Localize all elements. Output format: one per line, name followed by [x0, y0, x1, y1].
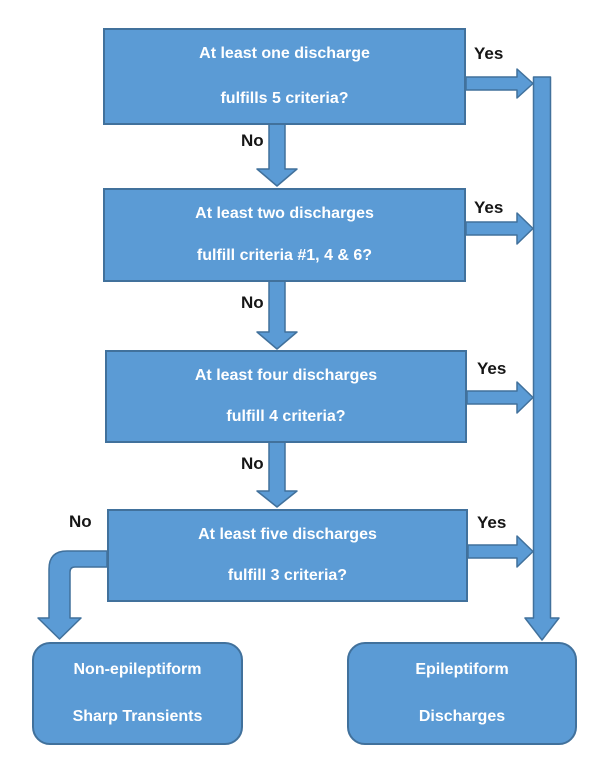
yes-collector-arrow-down — [524, 76, 560, 641]
decision-box-4-line1: At least five discharges — [198, 526, 377, 543]
yes-arrow-4-right — [467, 535, 534, 568]
decision-box-2-line2: fulfill criteria #1, 4 & 6? — [196, 247, 373, 264]
yes-arrow-1-right — [465, 68, 534, 99]
outcome-non-epileptiform-line1: Non-epileptiform — [73, 661, 202, 678]
yes-arrow-3-right — [466, 381, 534, 414]
decision-box-3: At least four discharges fulfill 4 crite… — [105, 350, 467, 443]
decision-box-4: At least five discharges fulfill 3 crite… — [107, 509, 468, 602]
yes-label-1: Yes — [474, 44, 504, 63]
decision-box-3-line1: At least four discharges — [194, 367, 378, 384]
outcome-non-epileptiform-line2: Sharp Transients — [72, 708, 203, 725]
yes-arrow-2-right — [465, 212, 534, 245]
decision-box-1-line1: At least one discharge — [199, 45, 370, 62]
outcome-box-epileptiform: Epileptiform Discharges — [347, 642, 577, 745]
no-label-1: No — [241, 131, 264, 150]
yes-label-2: Yes — [474, 198, 504, 217]
decision-box-2-line1: At least two discharges — [195, 205, 374, 222]
outcome-epileptiform-line1: Epileptiform — [415, 661, 509, 678]
decision-box-2: At least two discharges fulfill criteria… — [103, 188, 466, 282]
yes-label-3: Yes — [477, 359, 507, 378]
no-arrow-4-elbow — [37, 550, 108, 640]
no-arrow-3-down — [256, 441, 298, 508]
no-label-3: No — [241, 454, 264, 473]
decision-box-1-line2: fulfills 5 criteria? — [220, 90, 349, 107]
decision-box-3-line2: fulfill 4 criteria? — [226, 408, 346, 425]
decision-box-1: At least one discharge fulfills 5 criter… — [103, 28, 466, 125]
outcome-epileptiform-line2: Discharges — [418, 708, 506, 725]
no-arrow-2-down — [256, 280, 298, 350]
no-arrow-1-down — [256, 123, 298, 187]
decision-box-4-line2: fulfill 3 criteria? — [227, 567, 348, 584]
outcome-box-non-epileptiform: Non-epileptiform Sharp Transients — [32, 642, 243, 745]
no-label-4: No — [69, 512, 92, 531]
no-label-2: No — [241, 293, 264, 312]
yes-label-4: Yes — [477, 513, 507, 532]
